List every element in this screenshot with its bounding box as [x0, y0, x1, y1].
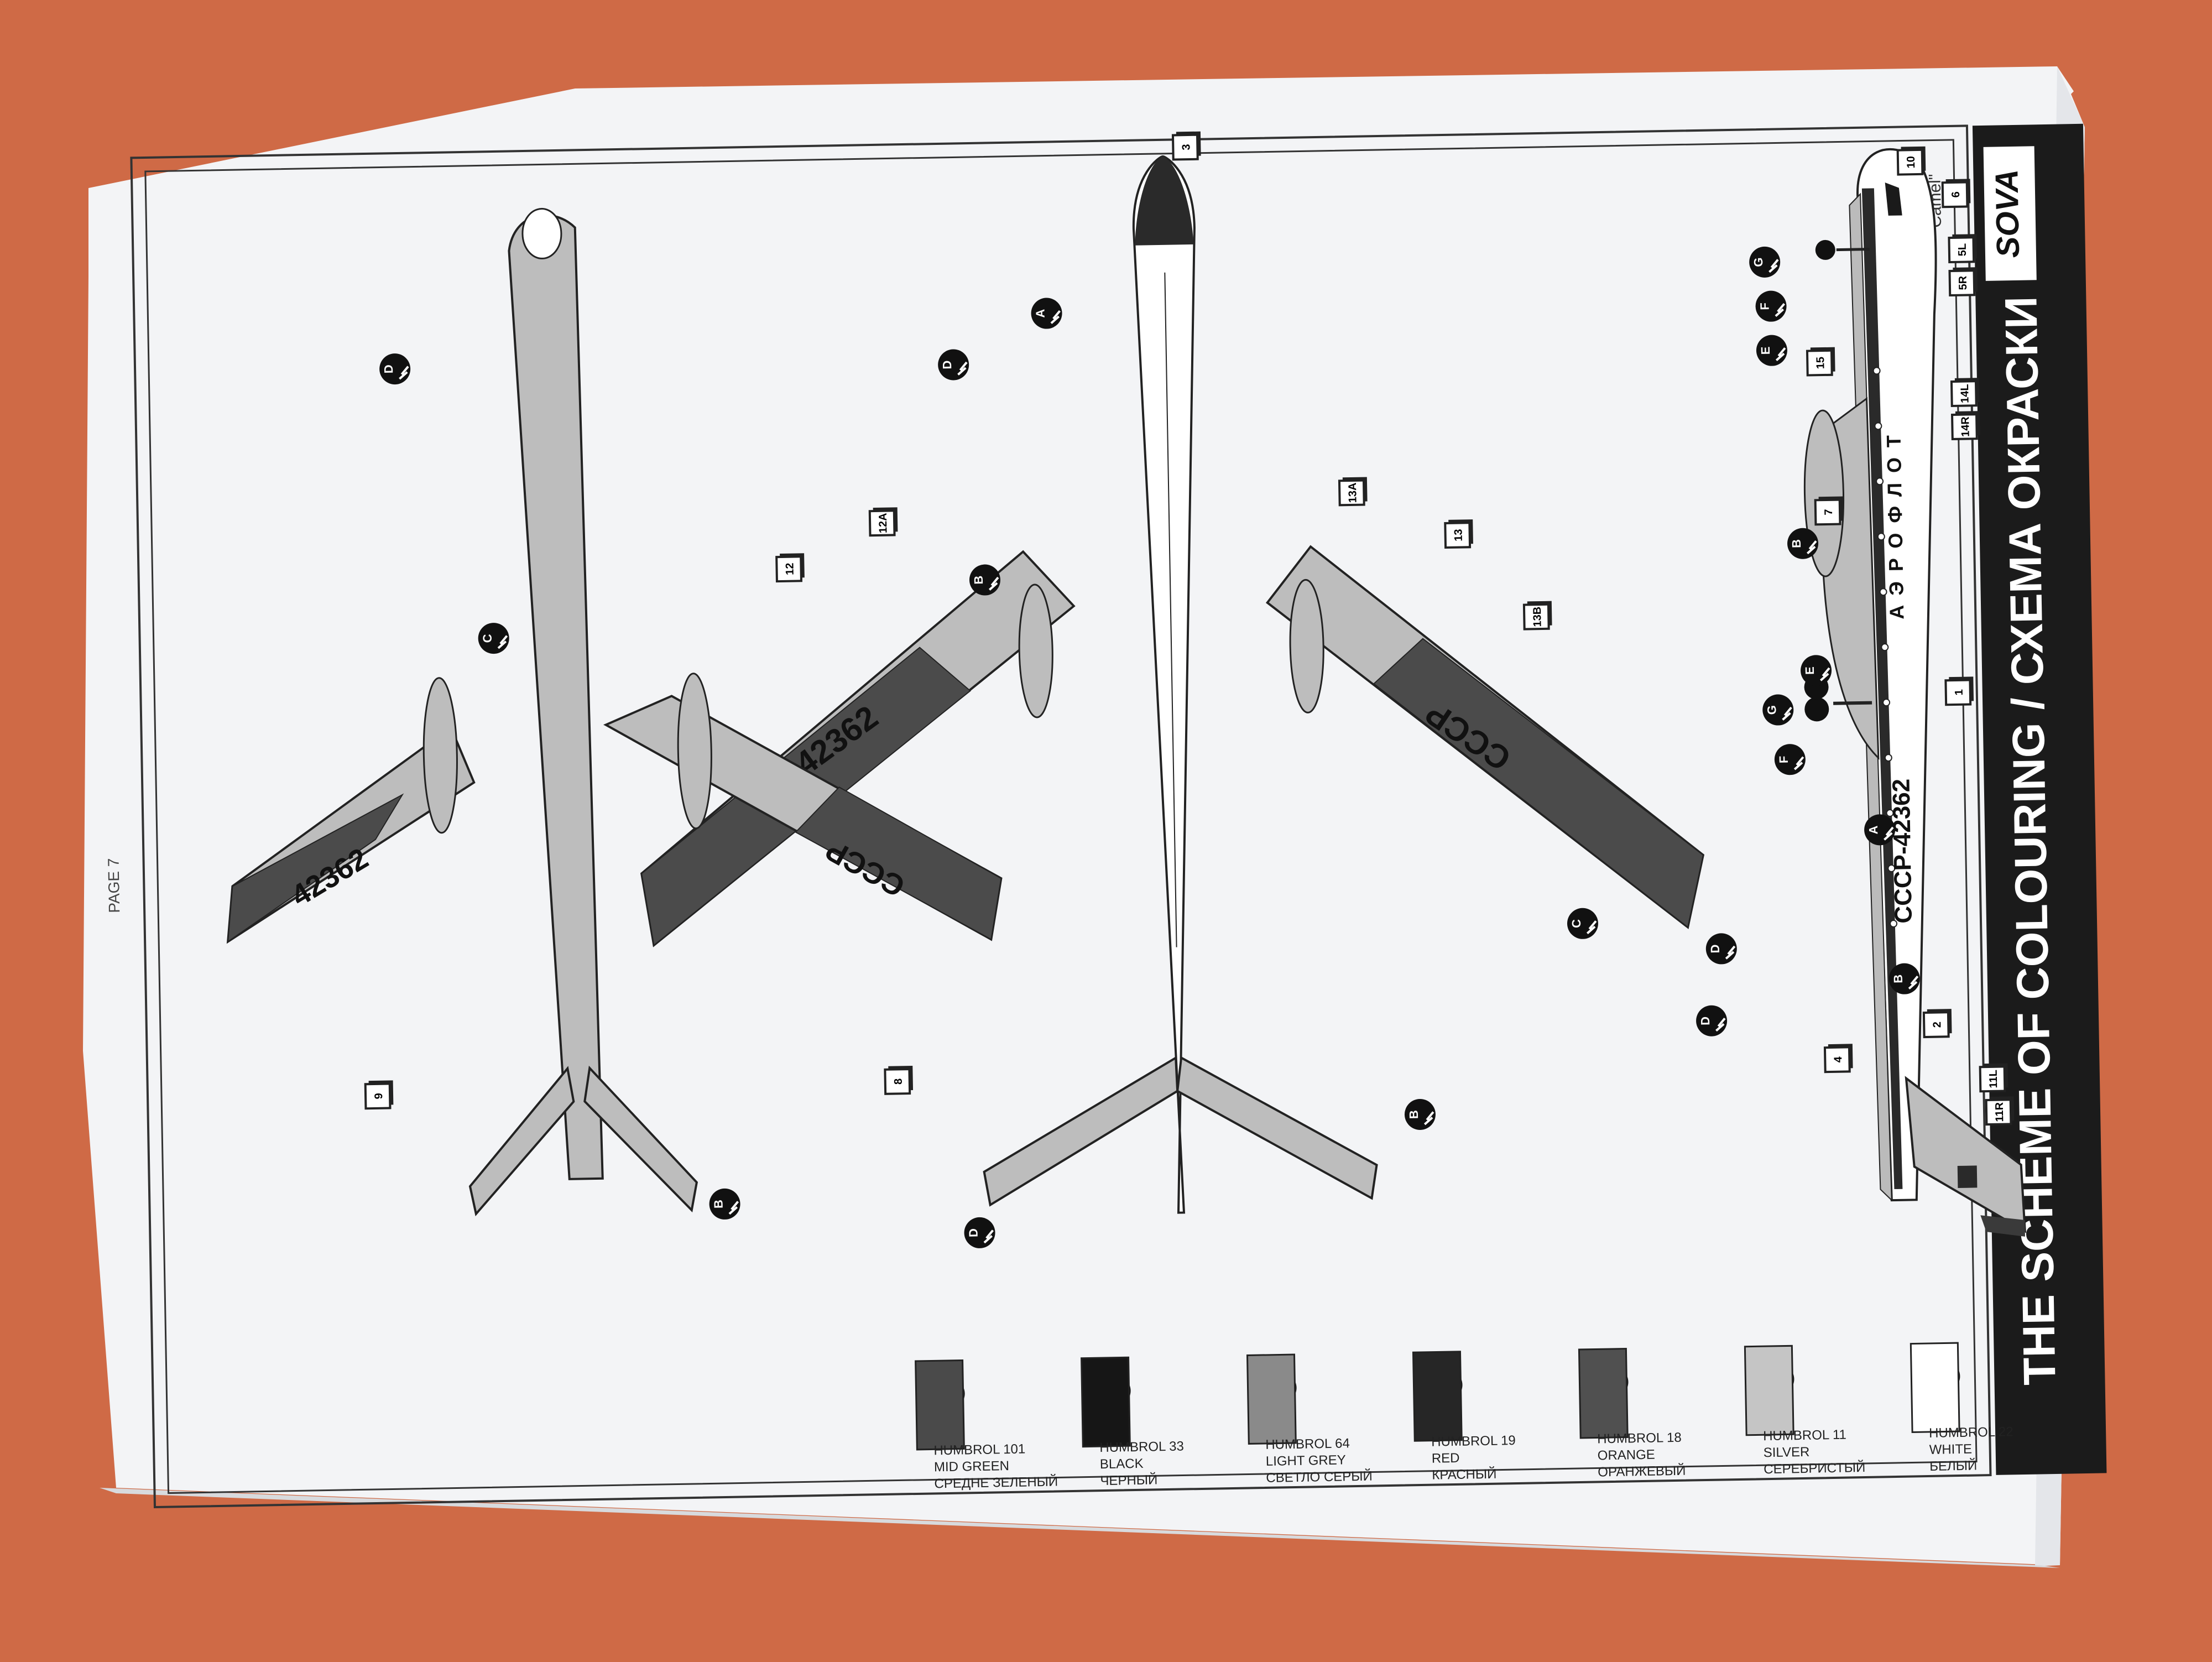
- legend-item-e: E HUMBROL 64 LIGHT GREY СВЕТЛО СЕРЫЙ: [1246, 1353, 1373, 1486]
- callouts: 10 6 5L 5R 15 14L 14R 7 1 4 2 11L 11R 3 …: [364, 130, 2016, 1126]
- callout-8: 8: [893, 1079, 905, 1085]
- legend-code: HUMBROL 64: [1265, 1436, 1350, 1452]
- marker-a-side: A: [1866, 825, 1880, 834]
- marker-a: A: [1033, 309, 1047, 317]
- colour-legend: A HUMBROL 22 WHITE БЕЛЫЙ B HUMBROL 11 SI…: [915, 1342, 2013, 1491]
- legend-swatch: [915, 1359, 965, 1451]
- legend-name-ru: ОРАНЖЕВЫЙ: [1598, 1463, 1686, 1480]
- legend-item-b: B HUMBROL 11 SILVER СЕРЕБРИСТЫЙ: [1744, 1345, 1866, 1477]
- callout-15: 15: [1814, 357, 1827, 369]
- legend-swatch: [1412, 1351, 1463, 1442]
- legend-item-f: F HUMBROL 33 BLACK ЧЕРНЫЙ: [1081, 1356, 1184, 1488]
- legend-name-ru: СРЕДНЕ ЗЕЛЕНЫЙ: [934, 1473, 1058, 1491]
- marker-d-bottom: D: [940, 361, 954, 369]
- legend-item-c: C HUMBROL 18 ORANGE ОРАНЖЕВЫЙ: [1578, 1347, 1686, 1480]
- callout-13: 13: [1452, 529, 1464, 541]
- legend-code: HUMBROL 22: [1929, 1424, 2013, 1441]
- marker-e-side: E: [1803, 666, 1817, 675]
- marker-g-side: G: [1765, 705, 1778, 715]
- legend-code: HUMBROL 33: [1099, 1439, 1184, 1456]
- page-number: PAGE 7: [105, 858, 123, 913]
- marker-b-side: B: [1790, 539, 1803, 548]
- marker-d-bottom-2: D: [382, 364, 395, 373]
- legend-swatch: [1246, 1353, 1297, 1445]
- callout-12: 12: [784, 562, 796, 575]
- side-view: СССР-42362 АЭРОФЛОТ: [1803, 148, 2027, 1237]
- marker-g-nose: G: [1751, 257, 1765, 267]
- side-registration: СССР-42362: [1887, 779, 1917, 924]
- callout-10: 10: [1905, 156, 1917, 169]
- marker-c: C: [1569, 919, 1583, 928]
- legend-name: MID GREEN: [934, 1458, 1009, 1475]
- legend-swatch: [1910, 1342, 1960, 1434]
- callout-4: 4: [1832, 1056, 1844, 1062]
- callout-5l: 5L: [1957, 243, 1969, 257]
- marker-e-nose: E: [1759, 346, 1772, 355]
- callout-11r: 11R: [1994, 1102, 2006, 1122]
- legend-swatch: [1081, 1356, 1131, 1448]
- callout-5r: 5R: [1957, 275, 1969, 290]
- legend-name: LIGHT GREY: [1266, 1452, 1346, 1469]
- marker-f-side: F: [1777, 756, 1791, 763]
- marker-b: B: [972, 576, 985, 585]
- colour-markers: A B C D B D B E G F G F E A B D C D D B: [378, 245, 1922, 1250]
- legend-name-ru: СВЕТЛО СЕРЫЙ: [1266, 1468, 1373, 1486]
- legend-name: RED: [1432, 1451, 1460, 1466]
- callout-14l: 14L: [1959, 384, 1971, 403]
- top-view: СССР 42362: [640, 155, 1705, 1214]
- callout-1: 1: [1953, 689, 1965, 696]
- callout-2: 2: [1931, 1022, 1943, 1028]
- callout-7: 7: [1823, 509, 1835, 515]
- legend-code: HUMBROL 11: [1763, 1427, 1846, 1444]
- legend-code: HUMBROL 18: [1597, 1430, 1682, 1447]
- aeroflot-titles: АЭРОФЛОТ: [1882, 425, 1908, 620]
- bottom-view: СССР 42362: [226, 207, 1003, 1217]
- legend-swatch: [1578, 1347, 1629, 1439]
- legend-item-d: D HUMBROL 19 RED КРАСНЫЙ: [1412, 1351, 1516, 1483]
- legend-name: SILVER: [1763, 1445, 1809, 1460]
- marker-d-tail: D: [966, 1228, 980, 1237]
- legend-name-ru: БЕЛЫЙ: [1929, 1457, 1977, 1473]
- legend-name: BLACK: [1100, 1456, 1144, 1472]
- legend-code: HUMBROL 19: [1431, 1433, 1516, 1450]
- legend-name-ru: КРАСНЫЙ: [1432, 1466, 1497, 1483]
- outer-frame: [130, 124, 1992, 1509]
- marker-f-nose: F: [1757, 303, 1771, 310]
- callout-6: 6: [1950, 191, 1962, 198]
- legend-name-ru: ЧЕРНЫЙ: [1100, 1472, 1157, 1488]
- marker-b-tail: B: [1407, 1110, 1421, 1119]
- marker-c-bottom: C: [481, 634, 494, 643]
- callout-13b: 13B: [1531, 607, 1544, 627]
- marker-d: D: [1708, 944, 1722, 953]
- callout-11l: 11L: [1987, 1070, 2000, 1088]
- callout-13a: 13A: [1347, 482, 1359, 503]
- marker-b-fin: B: [1891, 975, 1905, 983]
- marker-b-bottom: B: [711, 1200, 725, 1208]
- legend-code: HUMBROL 101: [933, 1442, 1025, 1458]
- marker-d-side: D: [1698, 1017, 1712, 1025]
- legend-item-a: A HUMBROL 22 WHITE БЕЛЫЙ: [1910, 1342, 2013, 1474]
- legend-name: WHITE: [1929, 1442, 1972, 1457]
- callout-12a: 12A: [877, 513, 890, 533]
- inner-frame: [144, 139, 1978, 1494]
- legend-name-ru: СЕРЕБРИСТЫЙ: [1764, 1460, 1866, 1477]
- sova-logo: SOVA: [1989, 169, 2026, 258]
- callout-9: 9: [373, 1093, 385, 1100]
- legend-name: ORANGE: [1598, 1447, 1655, 1463]
- callout-3: 3: [1180, 144, 1192, 150]
- legend-swatch: [1744, 1345, 1794, 1436]
- callout-14r: 14R: [1959, 416, 1972, 437]
- legend-item-g: G HUMBROL 101 MID GREEN СРЕДНЕ ЗЕЛЕНЫЙ: [915, 1359, 1058, 1491]
